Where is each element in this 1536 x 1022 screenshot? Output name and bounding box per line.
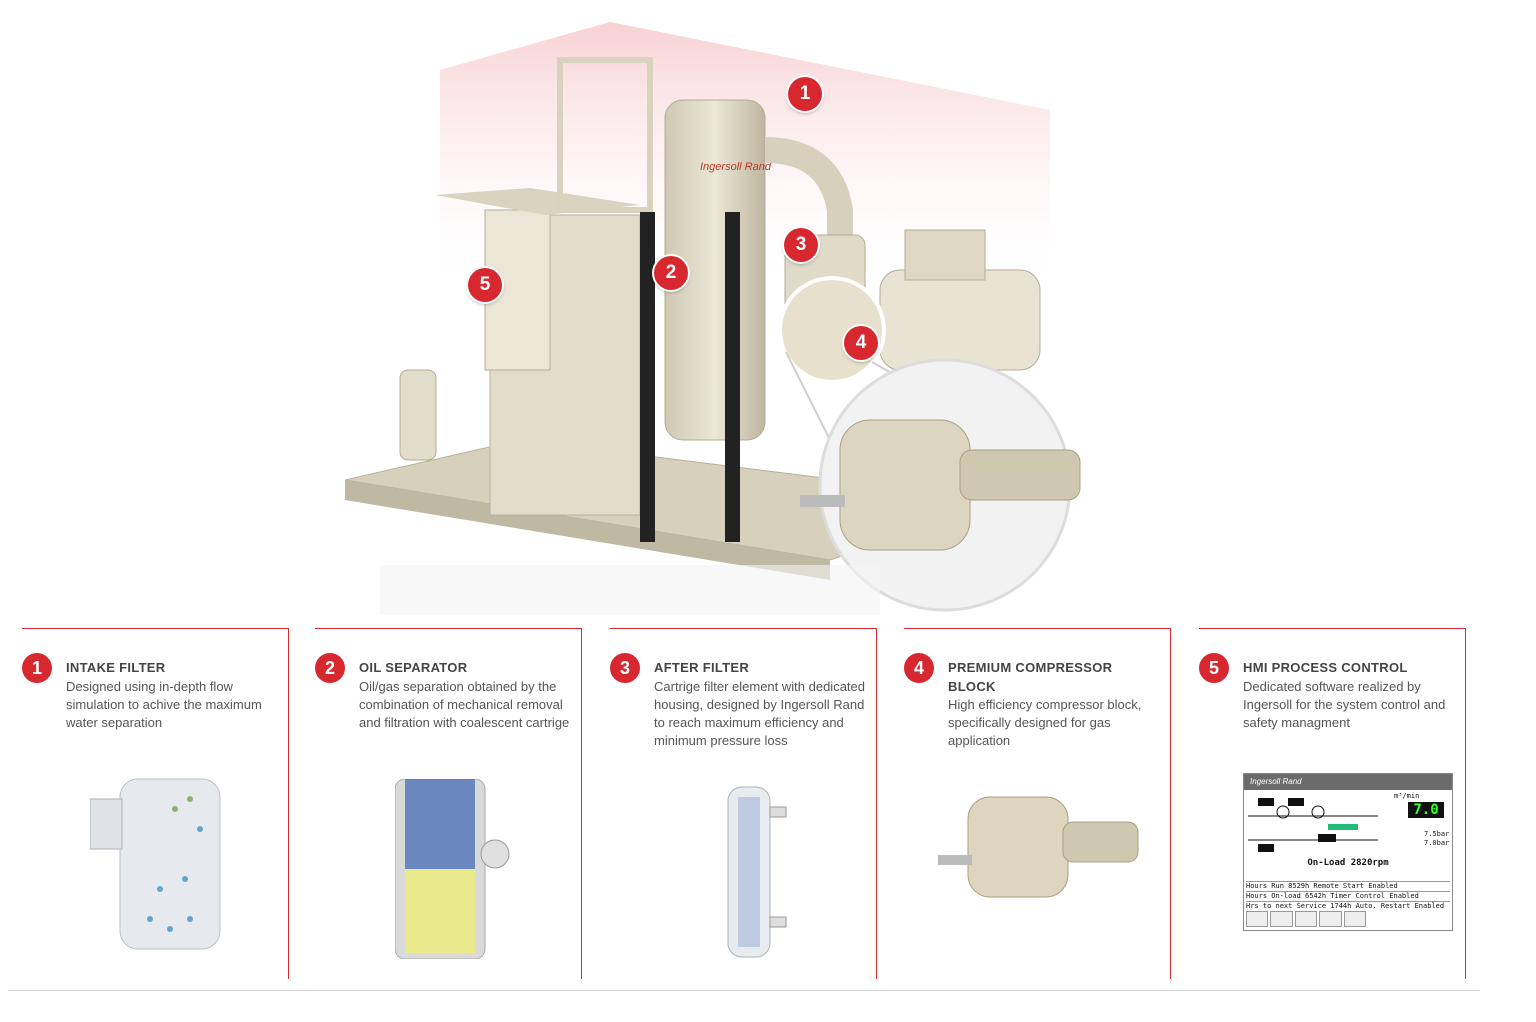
hmi-pressure-2: 7.0bar bbox=[1424, 839, 1450, 847]
feature-description: Oil/gas separation obtained by the combi… bbox=[359, 679, 570, 730]
intake-filter-simulation-image bbox=[90, 778, 221, 950]
feature-description: Cartrige filter element with dedicated h… bbox=[654, 679, 865, 748]
hmi-row: Hours On-load 6542h Timer Control Enable… bbox=[1246, 891, 1450, 901]
feature-panel-after-filter: 3 AFTER FILTER Cartrige filter element w… bbox=[610, 628, 877, 979]
feature-number-badge: 2 bbox=[315, 653, 345, 683]
feature-panel-intake-filter: 1 INTAKE FILTER Designed using in-depth … bbox=[22, 628, 289, 979]
hmi-status: On-Load 2820rpm bbox=[1307, 858, 1389, 868]
callout-1[interactable]: 1 bbox=[788, 77, 822, 111]
feature-number-badge: 3 bbox=[610, 653, 640, 683]
hmi-process-diagram bbox=[1248, 798, 1378, 852]
hmi-flow-unit: m³/min bbox=[1394, 792, 1420, 800]
hmi-flow-value: 7.0 bbox=[1408, 802, 1444, 818]
oil-separator-simulation-image bbox=[395, 779, 510, 959]
hero-machine-illustration: Ingersoll Rand 1 2 3 4 5 bbox=[344, 22, 1081, 612]
hmi-row: Hours Run 8529h Remote Start Enabled bbox=[1246, 881, 1450, 891]
feature-number-badge: 4 bbox=[904, 653, 934, 683]
feature-number-badge: 1 bbox=[22, 653, 52, 683]
hmi-row: Hrs to next Service 1744h Auto. Restart … bbox=[1246, 901, 1450, 911]
svg-text:Ingersoll Rand: Ingersoll Rand bbox=[700, 161, 772, 173]
alarm-icon bbox=[1343, 911, 1367, 927]
bottom-divider bbox=[8, 990, 1480, 991]
feature-title: INTAKE FILTER bbox=[66, 660, 166, 675]
hmi-screen-image: Ingersoll Rand m³/min 7.0 7.5bar 7.0bar … bbox=[1243, 773, 1453, 931]
hmi-status-table: Hours Run 8529h Remote Start Enabled Hou… bbox=[1246, 881, 1450, 911]
callout-2[interactable]: 2 bbox=[654, 256, 688, 290]
home-icon bbox=[1246, 911, 1269, 927]
feature-title: PREMIUM COMPRESSOR BLOCK bbox=[948, 660, 1113, 694]
list-icon bbox=[1294, 911, 1318, 927]
feature-panel-compressor-block: 4 PREMIUM COMPRESSOR BLOCK High efficien… bbox=[904, 628, 1171, 979]
feature-title: AFTER FILTER bbox=[654, 660, 750, 675]
settings-icon bbox=[1319, 911, 1342, 927]
hmi-tab-bar bbox=[1246, 911, 1367, 927]
feature-description: Designed using in-depth flow simulation … bbox=[66, 679, 262, 730]
feature-title: OIL SEPARATOR bbox=[359, 660, 468, 675]
after-filter-simulation-image bbox=[727, 786, 787, 958]
callout-3[interactable]: 3 bbox=[784, 228, 818, 262]
feature-panel-oil-separator: 2 OIL SEPARATOR Oil/gas separation obtai… bbox=[315, 628, 582, 979]
feature-description: Dedicated software realized by Ingersoll… bbox=[1243, 679, 1446, 730]
hmi-header-logo: Ingersoll Rand bbox=[1244, 774, 1452, 790]
compressor-block-image bbox=[938, 796, 1139, 898]
compressor-package-drawing: Ingersoll Rand bbox=[344, 22, 1081, 612]
hmi-pressure-1: 7.5bar bbox=[1424, 830, 1450, 838]
callout-4[interactable]: 4 bbox=[844, 326, 878, 360]
feature-number-badge: 5 bbox=[1199, 653, 1229, 683]
feature-description: High efficiency compressor block, specif… bbox=[948, 697, 1142, 748]
chart-icon bbox=[1270, 911, 1293, 927]
feature-panel-hmi: 5 HMI PROCESS CONTROL Dedicated software… bbox=[1199, 628, 1466, 979]
callout-5[interactable]: 5 bbox=[468, 268, 502, 302]
feature-title: HMI PROCESS CONTROL bbox=[1243, 660, 1408, 675]
